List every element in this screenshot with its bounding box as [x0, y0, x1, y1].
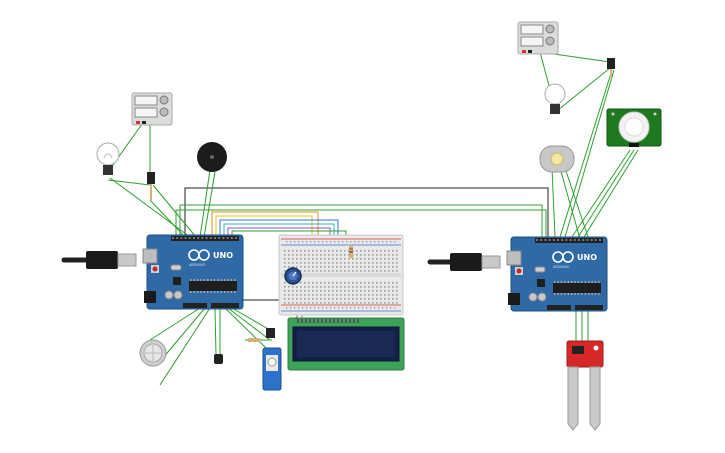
battery-pack-right[interactable] — [517, 21, 559, 55]
board-logo-text: UNO — [213, 251, 233, 260]
breadboard[interactable] — [278, 234, 404, 316]
wire-black-top[interactable] — [184, 187, 549, 237]
wire-pir-1[interactable] — [571, 149, 631, 238]
arduino-uno-left[interactable]: UNO ARDUINO — [142, 234, 244, 310]
servo-motor[interactable] — [262, 347, 282, 391]
wire-gas-3[interactable] — [149, 307, 201, 341]
temperature-sensor[interactable] — [214, 354, 223, 364]
wire-pir-3[interactable] — [583, 149, 639, 238]
wire-relay-left-5[interactable] — [149, 199, 186, 238]
wire-temp-1[interactable] — [214, 307, 217, 356]
relay-right[interactable] — [607, 58, 615, 78]
wire-gas-2[interactable] — [159, 307, 211, 386]
usb-cable-left[interactable] — [61, 251, 137, 269]
lcd-pins — [297, 319, 359, 323]
potentiometer[interactable] — [284, 267, 302, 285]
breadboard-holes — [284, 241, 398, 309]
arduino-uno-right[interactable]: UNO ARDUINO — [506, 236, 608, 312]
wire-left-right-1[interactable] — [231, 307, 271, 331]
battery-pack-left[interactable] — [131, 92, 173, 126]
lcd-16x2[interactable] — [287, 317, 405, 371]
wire-relay-left-3[interactable] — [107, 179, 151, 186]
photoresistor[interactable] — [539, 145, 575, 173]
board-brand-text: ARDUINO — [189, 263, 206, 267]
wire-relay-right-5[interactable] — [564, 69, 615, 238]
resistor-servo — [248, 338, 260, 342]
transistor[interactable] — [266, 328, 275, 338]
pir-sensor[interactable] — [606, 108, 662, 147]
gas-sensor[interactable] — [139, 339, 167, 367]
wire-photo-1[interactable] — [551, 167, 556, 238]
piezo-buzzer[interactable] — [197, 142, 227, 172]
wire-green-top-1[interactable] — [179, 204, 543, 237]
board-logo-text: UNO — [577, 253, 597, 262]
wire-servo-2[interactable] — [227, 307, 271, 341]
wire-pir-2[interactable] — [577, 149, 635, 238]
wire-green-top-2[interactable] — [175, 209, 547, 237]
wire-buzzer-2[interactable] — [203, 171, 216, 238]
usb-cable-right[interactable] — [427, 253, 501, 271]
resistor-breadboard — [349, 246, 353, 258]
wire-relay-right-4[interactable] — [559, 69, 613, 238]
wire-relay-left-4[interactable] — [152, 184, 197, 238]
light-bulb-left[interactable] — [96, 142, 120, 175]
board-brand-text: ARDUINO — [553, 265, 570, 269]
wire-buzzer-1[interactable] — [199, 169, 211, 238]
wire-relay-right-3[interactable] — [557, 67, 611, 111]
relay-left[interactable] — [147, 172, 155, 200]
wire-photo-2[interactable] — [564, 167, 589, 238]
wire-relay-left-6[interactable] — [109, 177, 191, 238]
light-bulb-right[interactable] — [544, 83, 566, 114]
soil-moisture-sensor[interactable] — [566, 340, 604, 431]
